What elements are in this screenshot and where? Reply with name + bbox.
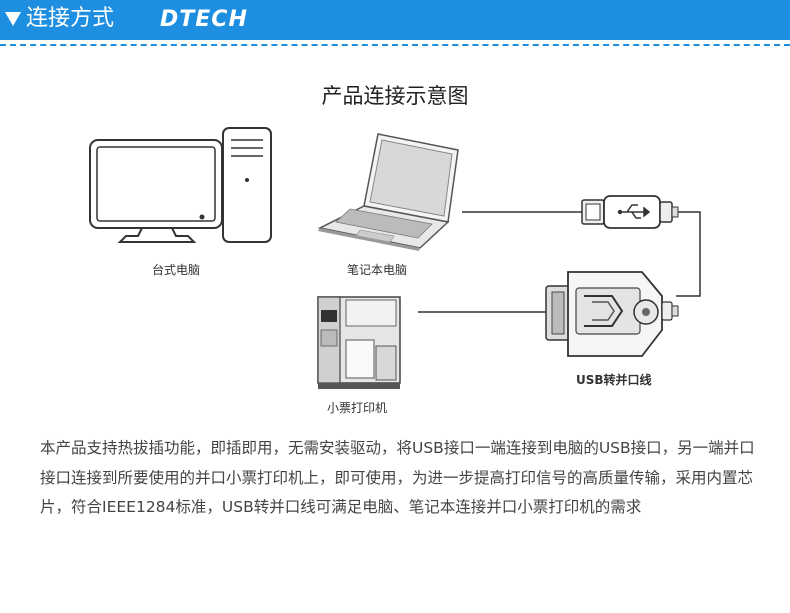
pc-tower-icon [222,127,272,243]
dashed-divider [0,44,790,46]
header-banner: 连接方式 DTECH [0,0,790,40]
diagram-title: 产品连接示意图 [321,84,469,108]
printer-icon [317,296,401,389]
laptop-icon [317,133,459,251]
parallel-adapter-icon [545,271,679,357]
label-desktop: 台式电脑 [152,263,201,277]
brand-logo: DTECH [160,7,248,32]
section-title: 连接方式 [26,6,115,31]
product-description: 本产品支持热拔插功能，即插即用，无需安装驱动，将USB接口一端连接到电脑的USB… [40,439,755,516]
usb-plug-icon [581,195,679,229]
monitor-icon [89,139,223,243]
label-cable: USB转并口线 [576,373,652,387]
label-laptop: 笔记本电脑 [347,263,408,277]
triangle-down-icon [5,12,21,26]
cable-lines [418,211,701,313]
label-printer: 小票打印机 [327,401,388,415]
